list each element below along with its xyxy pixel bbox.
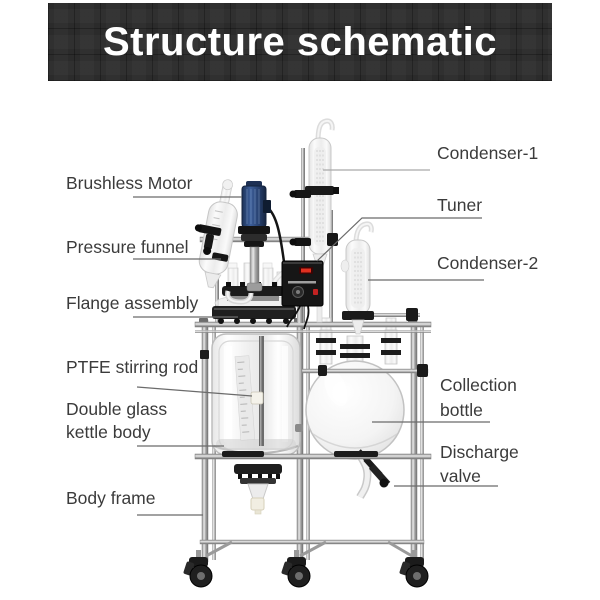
brushless-motor	[213, 181, 338, 292]
leader-tuner	[316, 217, 482, 262]
double-glass-kettle-body	[211, 333, 303, 456]
frame-rails	[194, 308, 432, 460]
label-collection-bottle: Collection bottle	[440, 375, 517, 420]
caster-wheel	[399, 550, 429, 588]
pressure-funnel	[194, 179, 254, 305]
tuner-button	[313, 289, 318, 295]
label-condenser-1: Condenser-1	[437, 143, 539, 163]
header-banner: Structure schematic	[48, 3, 552, 81]
casters	[183, 550, 429, 588]
label-tuner: Tuner	[437, 195, 483, 215]
leader-ptfe-stirring-rod	[136, 386, 253, 397]
ptfe-stirring-rod	[250, 336, 264, 446]
collection-bottle	[301, 317, 429, 499]
label-body-frame: Body frame	[66, 488, 156, 508]
tuner	[281, 260, 324, 330]
label-condenser-2: Condenser-2	[437, 253, 539, 273]
label-pressure-funnel: Pressure funnel	[66, 237, 189, 257]
condenser-1	[289, 118, 339, 323]
label-brushless-motor: Brushless Motor	[66, 173, 193, 193]
page-title: Structure schematic	[102, 19, 498, 64]
caster-wheel	[281, 550, 311, 588]
kettle-bottom-outlet	[234, 464, 282, 515]
leader-lines	[133, 169, 498, 516]
label-discharge-valve: Discharge valve	[440, 442, 519, 486]
condenser-2	[340, 221, 374, 335]
label-double-glass-kettle-body: Double glass kettle body	[66, 399, 168, 442]
label-ptfe-stirring-rod: PTFE stirring rod	[66, 357, 199, 377]
caster-wheel	[183, 550, 213, 588]
label-flange-assembly: Flange assembly	[66, 293, 199, 313]
